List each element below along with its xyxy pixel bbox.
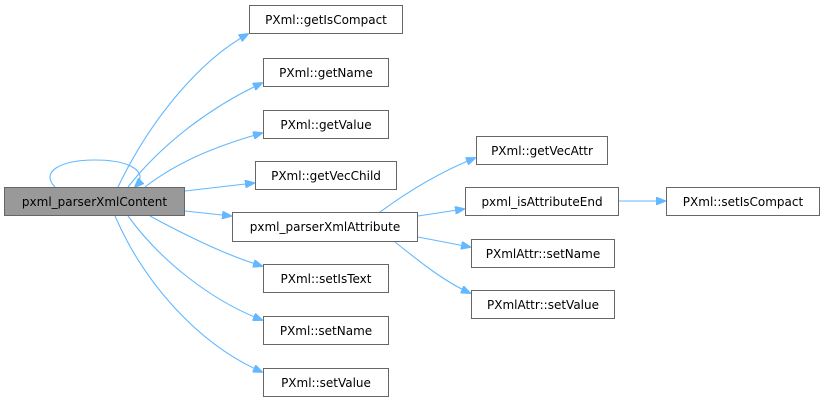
node-setValue[interactable]: PXml::setValue xyxy=(263,368,389,397)
node-getValue[interactable]: PXml::getValue xyxy=(263,110,389,139)
edge-root-to-root xyxy=(49,159,140,187)
node-getVecChild[interactable]: PXml::getVecChild xyxy=(255,161,397,190)
edge-parserXmlAttribute-to-getVecAttr xyxy=(379,158,475,213)
edge-root-to-getName xyxy=(127,83,262,188)
edge-root-to-getValue xyxy=(144,133,262,188)
node-parserXmlAttribute[interactable]: pxml_parserXmlAttribute xyxy=(232,212,418,242)
node-getName[interactable]: PXml::getName xyxy=(263,58,389,87)
node-getIsCompact[interactable]: PXml::getIsCompact xyxy=(249,5,403,34)
edge-parserXmlAttribute-to-isAttributeEnd xyxy=(417,209,464,217)
edge-root-to-setValue xyxy=(114,215,262,372)
edge-root-to-setIsText xyxy=(149,215,262,266)
node-root[interactable]: pxml_parserXmlContent xyxy=(4,187,185,216)
node-getVecAttr[interactable]: PXml::getVecAttr xyxy=(476,136,608,165)
edge-root-to-setName xyxy=(127,215,262,320)
edge-root-to-getVecChild xyxy=(184,183,254,192)
edge-parserXmlAttribute-to-attrSetName xyxy=(417,236,470,247)
node-setIsCompact[interactable]: PXml::setIsCompact xyxy=(666,187,820,216)
node-attrSetName[interactable]: PXmlAttr::setName xyxy=(471,239,615,268)
edge-root-to-parserXmlAttribute xyxy=(184,210,231,216)
edge-root-to-getIsCompact xyxy=(117,34,248,188)
node-setIsText[interactable]: PXml::setIsText xyxy=(263,264,389,293)
edge-parserXmlAttribute-to-attrSetValue xyxy=(394,241,470,293)
node-isAttributeEnd[interactable]: pxml_isAttributeEnd xyxy=(465,187,619,216)
node-attrSetValue[interactable]: PXmlAttr::setValue xyxy=(471,290,615,319)
node-setName[interactable]: PXml::setName xyxy=(263,316,389,345)
